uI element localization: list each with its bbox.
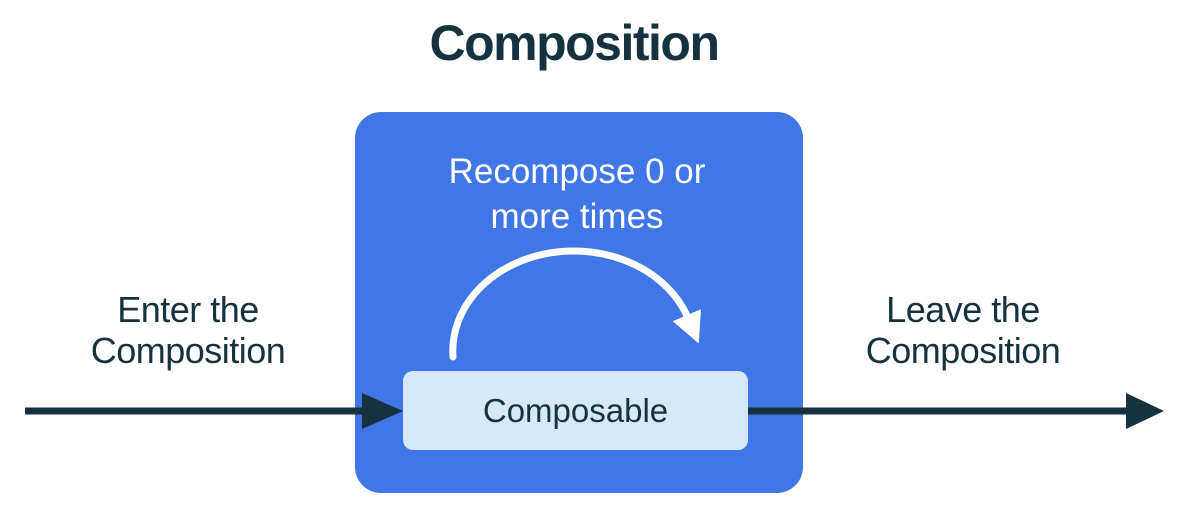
- diagram-title: Composition: [429, 15, 720, 71]
- composable-label: Composable: [482, 391, 669, 429]
- leave-composition-label: Leave the Composition: [865, 289, 1061, 371]
- enter-composition-label: Enter the Composition: [90, 289, 286, 371]
- recompose-label: Recompose 0 or more times: [448, 152, 706, 236]
- composable-box: Composable: [403, 371, 748, 450]
- leave-arrowhead-icon: [1126, 393, 1164, 429]
